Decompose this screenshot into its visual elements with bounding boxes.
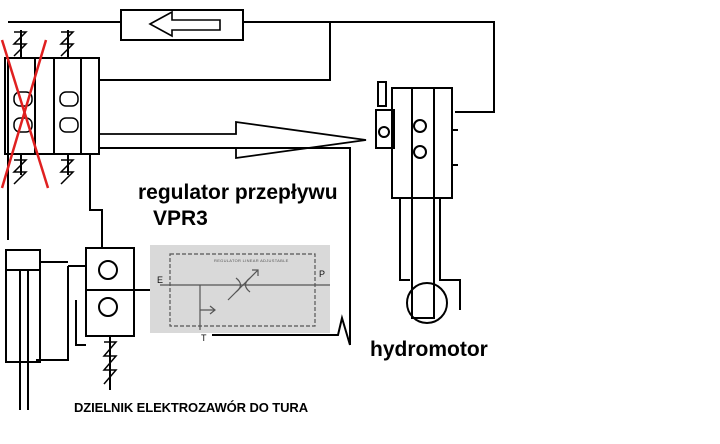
cross-out-mark: [0, 39, 50, 189]
regulator-inner-caption: REGULATOR LINEAR ADJUSTABLE: [214, 258, 289, 263]
regulator-panel: [150, 245, 330, 333]
solenoid-coil-divider: [102, 341, 118, 385]
divider-valve-label: DZIELNIK ELEKTROZAWÓR DO TURA: [74, 400, 308, 415]
hydromotor-body: [391, 87, 453, 199]
adjustable-throttle-icon: [227, 269, 259, 301]
cylinder-body: [5, 249, 41, 363]
feed-line: [89, 154, 103, 248]
port-e-label: E: [157, 275, 164, 285]
regulator-title: regulator przepływu: [138, 181, 338, 204]
solenoid-coil-top-right: [59, 31, 75, 57]
port-t-label: T: [201, 333, 207, 343]
solenoid-coil-bottom-left: [12, 159, 28, 185]
regulator-model: VPR3: [153, 207, 208, 230]
supply-arrow: [100, 120, 367, 160]
valve-return-line: [100, 22, 331, 81]
solenoid-coil-top-left: [12, 31, 28, 57]
left-arrow-icon: [148, 10, 221, 38]
flow-direction-box: [120, 9, 244, 41]
regulator-symbol: [160, 253, 330, 330]
hydromotor-wheel: [406, 282, 448, 324]
return-line-top: [8, 21, 495, 113]
port-p-label: P: [319, 269, 326, 279]
solenoid-coil-bottom-right: [59, 159, 75, 185]
hydromotor-label: hydromotor: [370, 338, 488, 361]
